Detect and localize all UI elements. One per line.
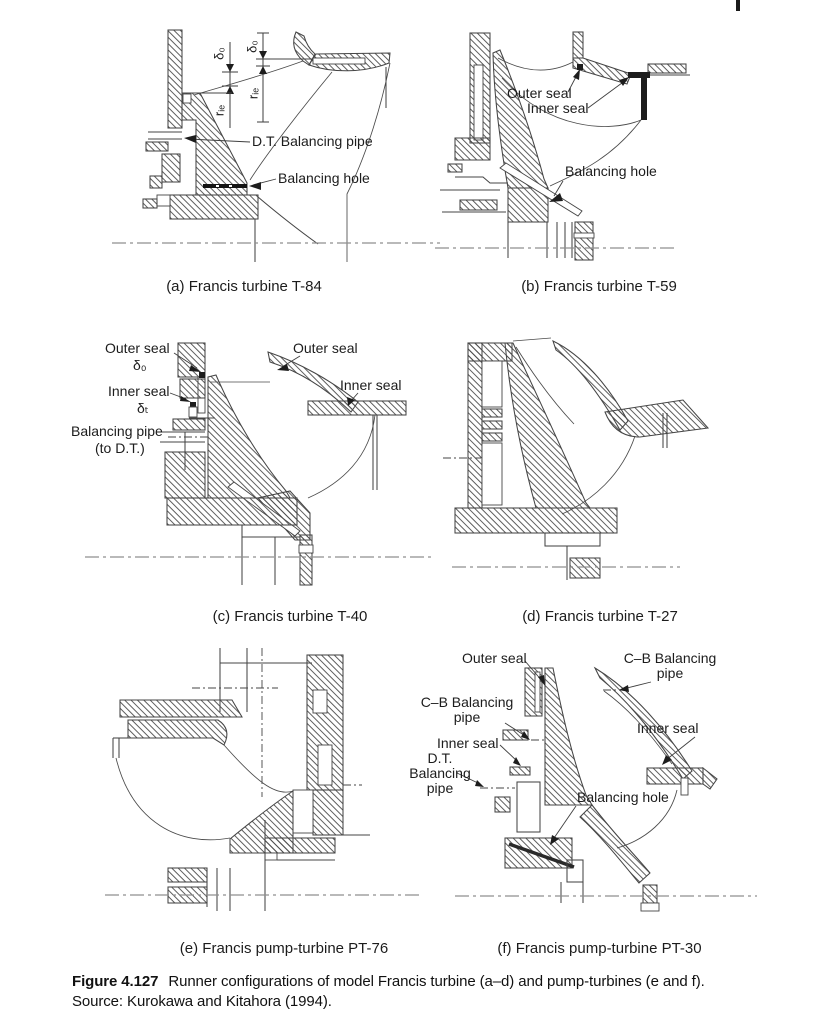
figure-caption-source: Source: Kurokawa and Kitahora (1994). [72, 993, 332, 1010]
label-outer-seal: Outer seal [462, 650, 527, 666]
label-inner-seal-left: Inner seal [108, 383, 170, 399]
runner-crown-section [492, 49, 595, 261]
label-cb-balancing-pipe-left: C–B Balancing pipe [420, 694, 514, 725]
label-inner-seal-right: Inner seal [340, 377, 402, 393]
label-outer-seal-right: Outer seal [293, 340, 358, 356]
leader-lines [184, 135, 277, 190]
band-ring-section [267, 351, 407, 499]
panel-e: (e) Francis pump-turbine PT-76 [100, 645, 430, 960]
band-ring-section [112, 699, 243, 758]
label-balancing-hole: Balancing hole [577, 789, 669, 805]
casing-wall-section [160, 342, 215, 499]
drawing-francis-t27 [443, 337, 710, 580]
dim-label-r-ie-mid: rᵢₑ [245, 87, 261, 100]
panel-b: Outer seal Inner seal Balancing hole (b)… [430, 0, 760, 300]
distributor-outline [192, 648, 312, 797]
figure-caption-label: Figure 4.127 [72, 973, 159, 990]
dimension-lines [200, 32, 270, 128]
subcaption-d: (d) Francis turbine T-27 [522, 608, 678, 625]
drawing-pump-turbine-pt76 [105, 648, 422, 911]
hub-flange-section [166, 497, 314, 586]
label-dt-balancing-pipe: D.T. Balancing pipe [252, 133, 373, 149]
label-dt-balancing-pipe: D.T. Balancing pipe [409, 750, 471, 796]
dim-label-delta-o: δ₀ [133, 357, 147, 373]
panel-d: (d) Francis turbine T-27 [440, 335, 760, 627]
label-balancing-hole: Balancing hole [565, 163, 657, 179]
figure-caption: Figure 4.127 Runner configurations of mod… [72, 972, 772, 1012]
discharge-ring-section [572, 31, 690, 85]
flow-passage-curves [512, 337, 636, 515]
casing-seal-section [480, 667, 547, 833]
leader-lines [456, 660, 696, 845]
drawing-pump-turbine-pt30 [455, 660, 757, 912]
flow-passage-curves [497, 57, 642, 187]
dim-label-delta-o-left: δ₀ [211, 47, 227, 60]
dim-label-r-ie-left: rᵢₑ [211, 104, 227, 117]
runner-crown-section [454, 342, 618, 580]
band-ring-section [263, 31, 391, 108]
subcaption-b: (b) Francis turbine T-59 [521, 278, 677, 295]
panel-f: Outer seal C–B Balancing pipe Inner seal… [395, 645, 760, 960]
drawing-francis-t40 [85, 342, 435, 586]
subcaption-f: (f) Francis pump-turbine PT-30 [497, 940, 702, 957]
leader-lines [168, 352, 359, 438]
hub-flange-section [142, 194, 319, 262]
label-inner-seal-right: Inner seal [637, 720, 699, 736]
leader-lines [553, 69, 629, 197]
label-inner-seal: Inner seal [527, 100, 589, 116]
panel-a: δ₀ rᵢₑ δ₀ rᵢₑ D.T. Balancing pipe Balanc… [112, 8, 440, 300]
crown-shaft-section [292, 654, 362, 836]
shroud-section [579, 789, 678, 912]
flow-passage-curves [193, 60, 391, 262]
subcaption-c: (c) Francis turbine T-40 [212, 608, 368, 625]
casing-wall-section [443, 342, 513, 509]
runner-crown-section [504, 667, 593, 903]
label-outer-seal-left: Outer seal [105, 340, 170, 356]
hub-flange-section [167, 790, 370, 911]
casing-wall-section [440, 32, 508, 213]
label-outer-seal: Outer seal [507, 85, 572, 101]
label-balancing-hole: Balancing hole [278, 170, 370, 186]
band-ring-section [552, 339, 710, 448]
page-corner-mark [736, 0, 740, 11]
dim-label-delta-t: δₜ [137, 400, 149, 416]
label-inner-seal-left: Inner seal [437, 735, 499, 751]
casing-wall-section [145, 29, 183, 189]
drawing-francis-t59 [435, 31, 690, 261]
panel-c: Outer seal δ₀ Inner seal δₜ Balancing pi… [60, 335, 440, 627]
subcaption-a: (a) Francis turbine T-84 [166, 278, 322, 295]
label-to-dt: (to D.T.) [95, 440, 145, 456]
label-balancing-pipe: Balancing pipe [71, 423, 163, 439]
label-cb-balancing-pipe-right: C–B Balancing pipe [623, 650, 717, 681]
inner-seal-ring [628, 72, 650, 120]
drawing-francis-t84 [112, 29, 440, 262]
flow-passage-curves [115, 744, 294, 841]
dim-label-delta-o-mid: δ₀ [244, 40, 260, 53]
figure-caption-text: Runner configurations of model Francis t… [168, 973, 705, 990]
subcaption-e: (e) Francis pump-turbine PT-76 [179, 940, 389, 957]
